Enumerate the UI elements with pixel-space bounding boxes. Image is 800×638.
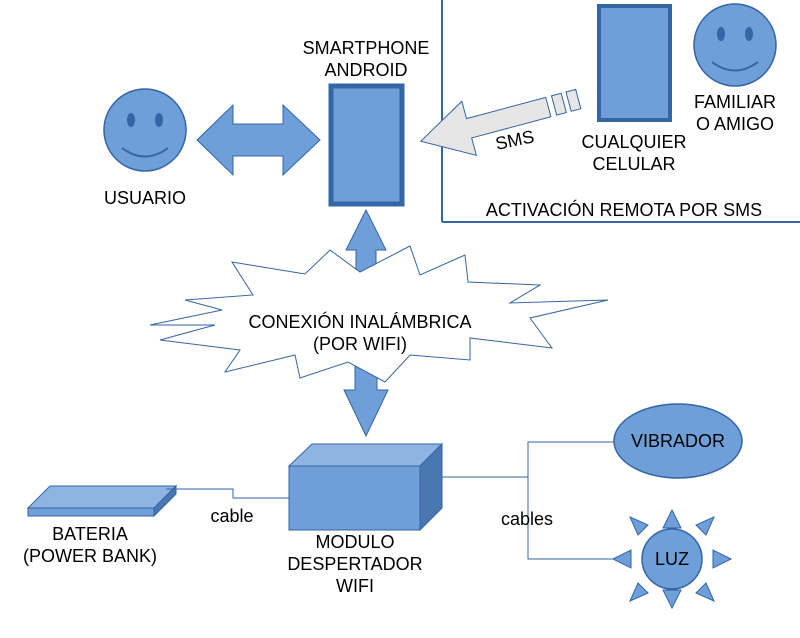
smartphone-label-line2: ANDROID [324,60,407,80]
smartphone-label-line1: SMARTPHONE [303,38,430,58]
output-cables-connector-luz [527,477,614,560]
output-cables-connector [442,441,614,478]
cualquier-celular-phone [597,4,672,122]
remote-activation-label: ACTIVACIÓN REMOTA POR SMS [486,199,762,220]
bateria-label-line1: BATERIA [52,524,128,544]
modulo-despertador-box [287,442,444,532]
usuario-smiley-icon [103,88,187,172]
smartphone-android [328,83,405,207]
remote-activation-region: ACTIVACIÓN REMOTA POR SMS [441,0,800,223]
conexion-label-line1: CONEXIÓN INALÁMBRICA [248,311,471,332]
wireless-connection-burst [149,245,609,383]
familiar-smiley-icon [693,3,777,87]
familiar-label-line2: O AMIGO [696,114,774,134]
celular-label-line2: CELULAR [592,154,675,174]
output-cables-label: cables [501,509,553,529]
bateria-label-line2: (POWER BANK) [23,546,157,566]
familiar-label-line1: FAMILIAR [694,92,776,112]
sms-arrow [419,88,582,157]
luz-label: LUZ [655,549,689,569]
modulo-label-line1: MODULO [315,532,394,552]
modulo-label-line3: WIFI [336,576,374,596]
luz-sun-icon [611,508,733,610]
conexion-label-line2: (POR WIFI) [313,334,407,354]
celular-label-line1: CUALQUIER [581,132,686,152]
vibrador-ellipse [613,403,743,479]
usuario-label: USUARIO [104,188,186,208]
vibrador-label: VIBRADOR [631,431,725,451]
usuario-phone-double-arrow [196,103,321,177]
modulo-label-line2: DESPERTADOR [287,554,422,574]
battery-cable-connector [166,488,289,499]
battery-cable-label: cable [210,506,253,526]
bateria-power-bank [26,484,178,518]
